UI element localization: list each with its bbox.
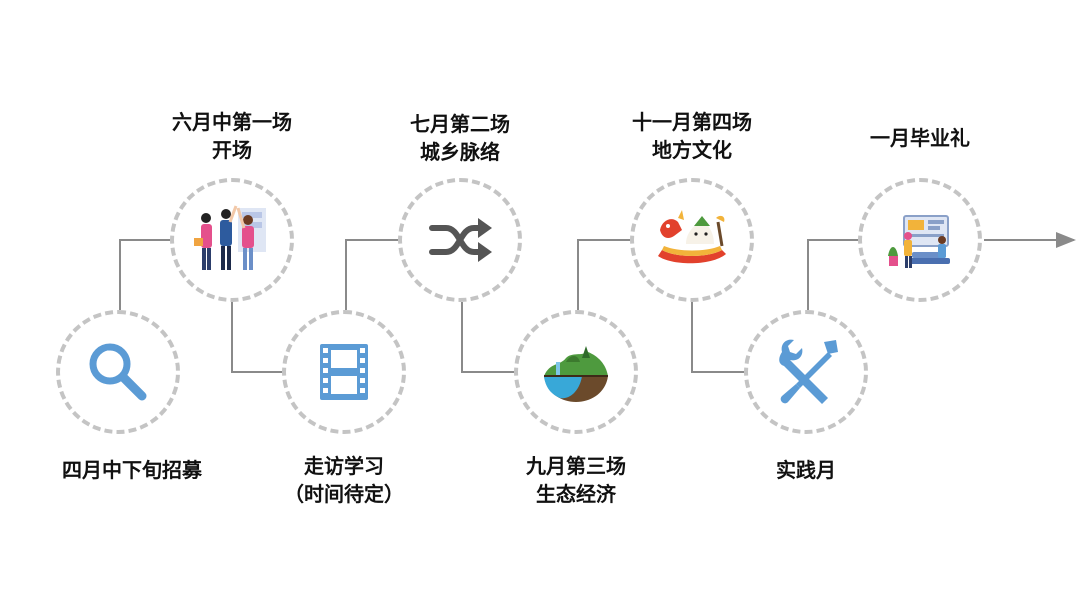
film-strip-icon [320, 344, 368, 400]
connector-4-5 [461, 302, 514, 373]
step-label-6-line-1: 十一月第四场 [632, 110, 752, 134]
step-label-5-line-2: 生态经济 [536, 482, 616, 506]
step-label-3: 走访学习 （时间待定） [244, 452, 444, 508]
step-label-8: 一月毕业礼 [820, 124, 1020, 152]
step-node-4 [398, 178, 522, 302]
connector-7-8 [807, 239, 858, 310]
step-label-1-line-1: 四月中下旬招募 [62, 458, 202, 482]
connector-6-7 [691, 302, 744, 373]
step-label-3-line-1: 走访学习 [304, 454, 384, 478]
step-label-4: 七月第二场 城乡脉络 [360, 110, 560, 166]
dragon-boat-icon [658, 210, 726, 264]
wrench-screwdriver-icon [779, 339, 838, 404]
step-label-6-line-2: 地方文化 [652, 138, 732, 162]
step-node-3 [282, 310, 406, 434]
shuffle-icon [429, 218, 492, 262]
step-label-5: 九月第三场 生态经济 [476, 452, 676, 508]
step-label-4-line-1: 七月第二场 [410, 112, 510, 136]
step-label-1: 四月中下旬招募 [32, 456, 232, 484]
connector-5-6 [577, 239, 630, 310]
step-label-7: 实践月 [706, 456, 906, 484]
step-node-2 [170, 178, 294, 302]
step-node-6 [630, 178, 754, 302]
step-node-5 [514, 310, 638, 434]
step-label-2-line-1: 六月中第一场 [172, 110, 292, 134]
step-label-2-line-2: 开场 [212, 138, 252, 162]
graduation-workspace-icon [888, 215, 950, 268]
step-node-1 [56, 310, 180, 434]
connector-2-3 [231, 302, 282, 373]
team-celebration-icon [194, 205, 266, 270]
step-label-4-line-2: 城乡脉络 [420, 140, 500, 164]
step-label-2: 六月中第一场 开场 [132, 108, 332, 164]
step-label-8-line-1: 一月毕业礼 [870, 126, 970, 150]
floating-island-icon [544, 346, 608, 402]
connector-1-2 [119, 239, 170, 310]
step-node-7 [744, 310, 868, 434]
magnifier-icon [89, 343, 147, 401]
step-label-7-line-1: 实践月 [776, 458, 836, 482]
connector-3-4 [345, 239, 398, 310]
step-label-6: 十一月第四场 地方文化 [592, 108, 792, 164]
step-label-3-line-2: （时间待定） [284, 482, 404, 506]
step-node-8 [858, 178, 982, 302]
step-label-5-line-1: 九月第三场 [526, 454, 626, 478]
